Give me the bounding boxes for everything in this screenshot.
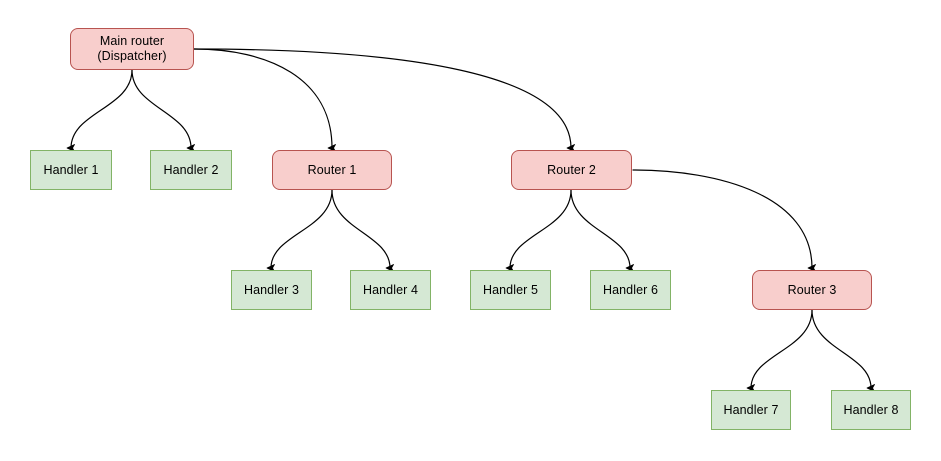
node-router-2[interactable]: Router 2 xyxy=(511,150,632,190)
node-label-main-router: Main router (Dispatcher) xyxy=(97,34,167,63)
node-label-handler-3: Handler 3 xyxy=(243,282,300,297)
edge-router-1-to-handler-4 xyxy=(331,189,394,272)
node-handler-6[interactable]: Handler 6 xyxy=(590,270,671,310)
node-label-handler-7: Handler 7 xyxy=(723,402,779,417)
edge-router-2-to-handler-5 xyxy=(505,189,572,272)
node-handler-7[interactable]: Handler 7 xyxy=(711,390,791,430)
edge-router-2-to-handler-6 xyxy=(570,189,634,272)
node-label-handler-6: Handler 6 xyxy=(602,282,659,297)
node-router-1[interactable]: Router 1 xyxy=(272,150,392,190)
edge-main-router-to-router-1 xyxy=(193,48,336,152)
node-label-handler-4: Handler 4 xyxy=(362,282,419,297)
node-router-3[interactable]: Router 3 xyxy=(752,270,872,310)
node-main-router[interactable]: Main router (Dispatcher) xyxy=(70,28,194,70)
node-label-router-3: Router 3 xyxy=(787,282,837,297)
edge-main-router-to-handler-2 xyxy=(131,69,195,152)
node-label-handler-2: Handler 2 xyxy=(163,162,219,177)
edge-router-3-to-handler-8 xyxy=(811,309,875,392)
edge-main-router-to-handler-1 xyxy=(66,69,133,152)
node-handler-8[interactable]: Handler 8 xyxy=(831,390,911,430)
node-handler-4[interactable]: Handler 4 xyxy=(350,270,431,310)
node-label-handler-5: Handler 5 xyxy=(482,282,539,297)
edge-router-2-to-router-3 xyxy=(632,169,816,272)
node-handler-2[interactable]: Handler 2 xyxy=(150,150,232,190)
edge-group xyxy=(66,48,875,392)
edge-router-1-to-handler-3 xyxy=(266,189,333,272)
node-label-router-2: Router 2 xyxy=(547,162,596,177)
node-handler-5[interactable]: Handler 5 xyxy=(470,270,551,310)
edge-router-3-to-handler-7 xyxy=(746,309,813,392)
node-label-handler-1: Handler 1 xyxy=(43,162,99,177)
node-label-handler-8: Handler 8 xyxy=(843,402,899,417)
node-label-router-1: Router 1 xyxy=(307,162,357,177)
node-handler-1[interactable]: Handler 1 xyxy=(30,150,112,190)
edge-main-router-to-router-2 xyxy=(193,48,575,152)
node-handler-3[interactable]: Handler 3 xyxy=(231,270,312,310)
